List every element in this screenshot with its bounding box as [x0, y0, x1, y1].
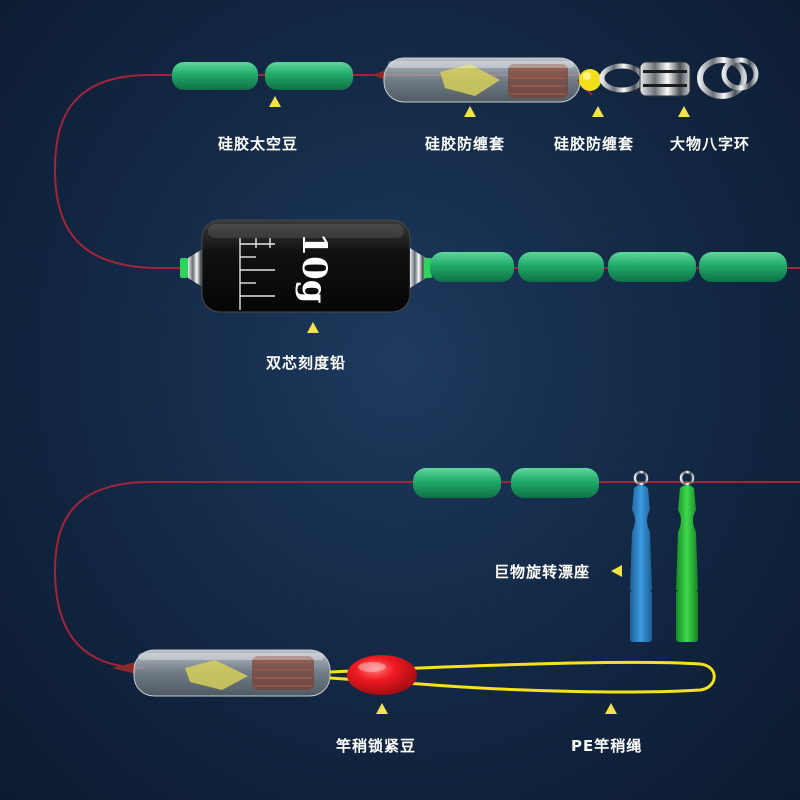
silicone-bean-group-top [172, 62, 353, 90]
silicone-bean [430, 252, 514, 282]
lock-bean [347, 655, 417, 695]
float-seat-blue [630, 470, 652, 642]
label-anti-tangle-1: 硅胶防缠套 [425, 135, 506, 153]
silicone-bean [518, 252, 604, 282]
arrow-sinker [307, 322, 319, 333]
sinker-weight-text: 10g [294, 232, 334, 303]
silicone-bean [511, 468, 599, 498]
label-float-seat: 巨物旋转漂座 [494, 563, 591, 581]
label-swivel: 大物八字环 [670, 135, 751, 153]
label-sinker: 双芯刻度铅 [266, 354, 347, 372]
silicone-bean [608, 252, 696, 282]
silicone-bean [265, 62, 353, 90]
arrow-swivel [678, 106, 690, 117]
label-anti-tangle-2: 硅胶防缠套 [554, 135, 635, 153]
arrow-silicone-bean [269, 96, 281, 107]
label-pe-line: PE竿稍绳 [571, 737, 643, 755]
anti-tangle-knot [577, 69, 601, 96]
pe-line-loop [329, 660, 716, 694]
arrow-anti-tangle-1 [464, 106, 476, 117]
label-lock-bean: 竿稍锁紧豆 [336, 737, 417, 755]
silicone-bean-group-middle [430, 252, 787, 282]
arrow-lock-bean [376, 703, 388, 714]
float-seat-green [676, 470, 698, 642]
anti-tangle-sleeve-bottom [112, 649, 331, 697]
swivel [599, 57, 759, 99]
arrow-float-seat [611, 565, 622, 577]
main-line-bottom [53, 481, 800, 669]
anti-tangle-sleeve [372, 57, 581, 103]
silicone-bean [172, 62, 258, 90]
label-silicone-bean: 硅胶太空豆 [218, 135, 299, 153]
arrow-pe-line [605, 703, 617, 714]
silicone-bean-group-bottom [413, 468, 599, 498]
silicone-bean [699, 252, 787, 282]
silicone-bean [413, 468, 501, 498]
main-line-top [53, 74, 800, 269]
arrow-anti-tangle-2 [592, 106, 604, 117]
sinker: 10g [180, 219, 432, 313]
